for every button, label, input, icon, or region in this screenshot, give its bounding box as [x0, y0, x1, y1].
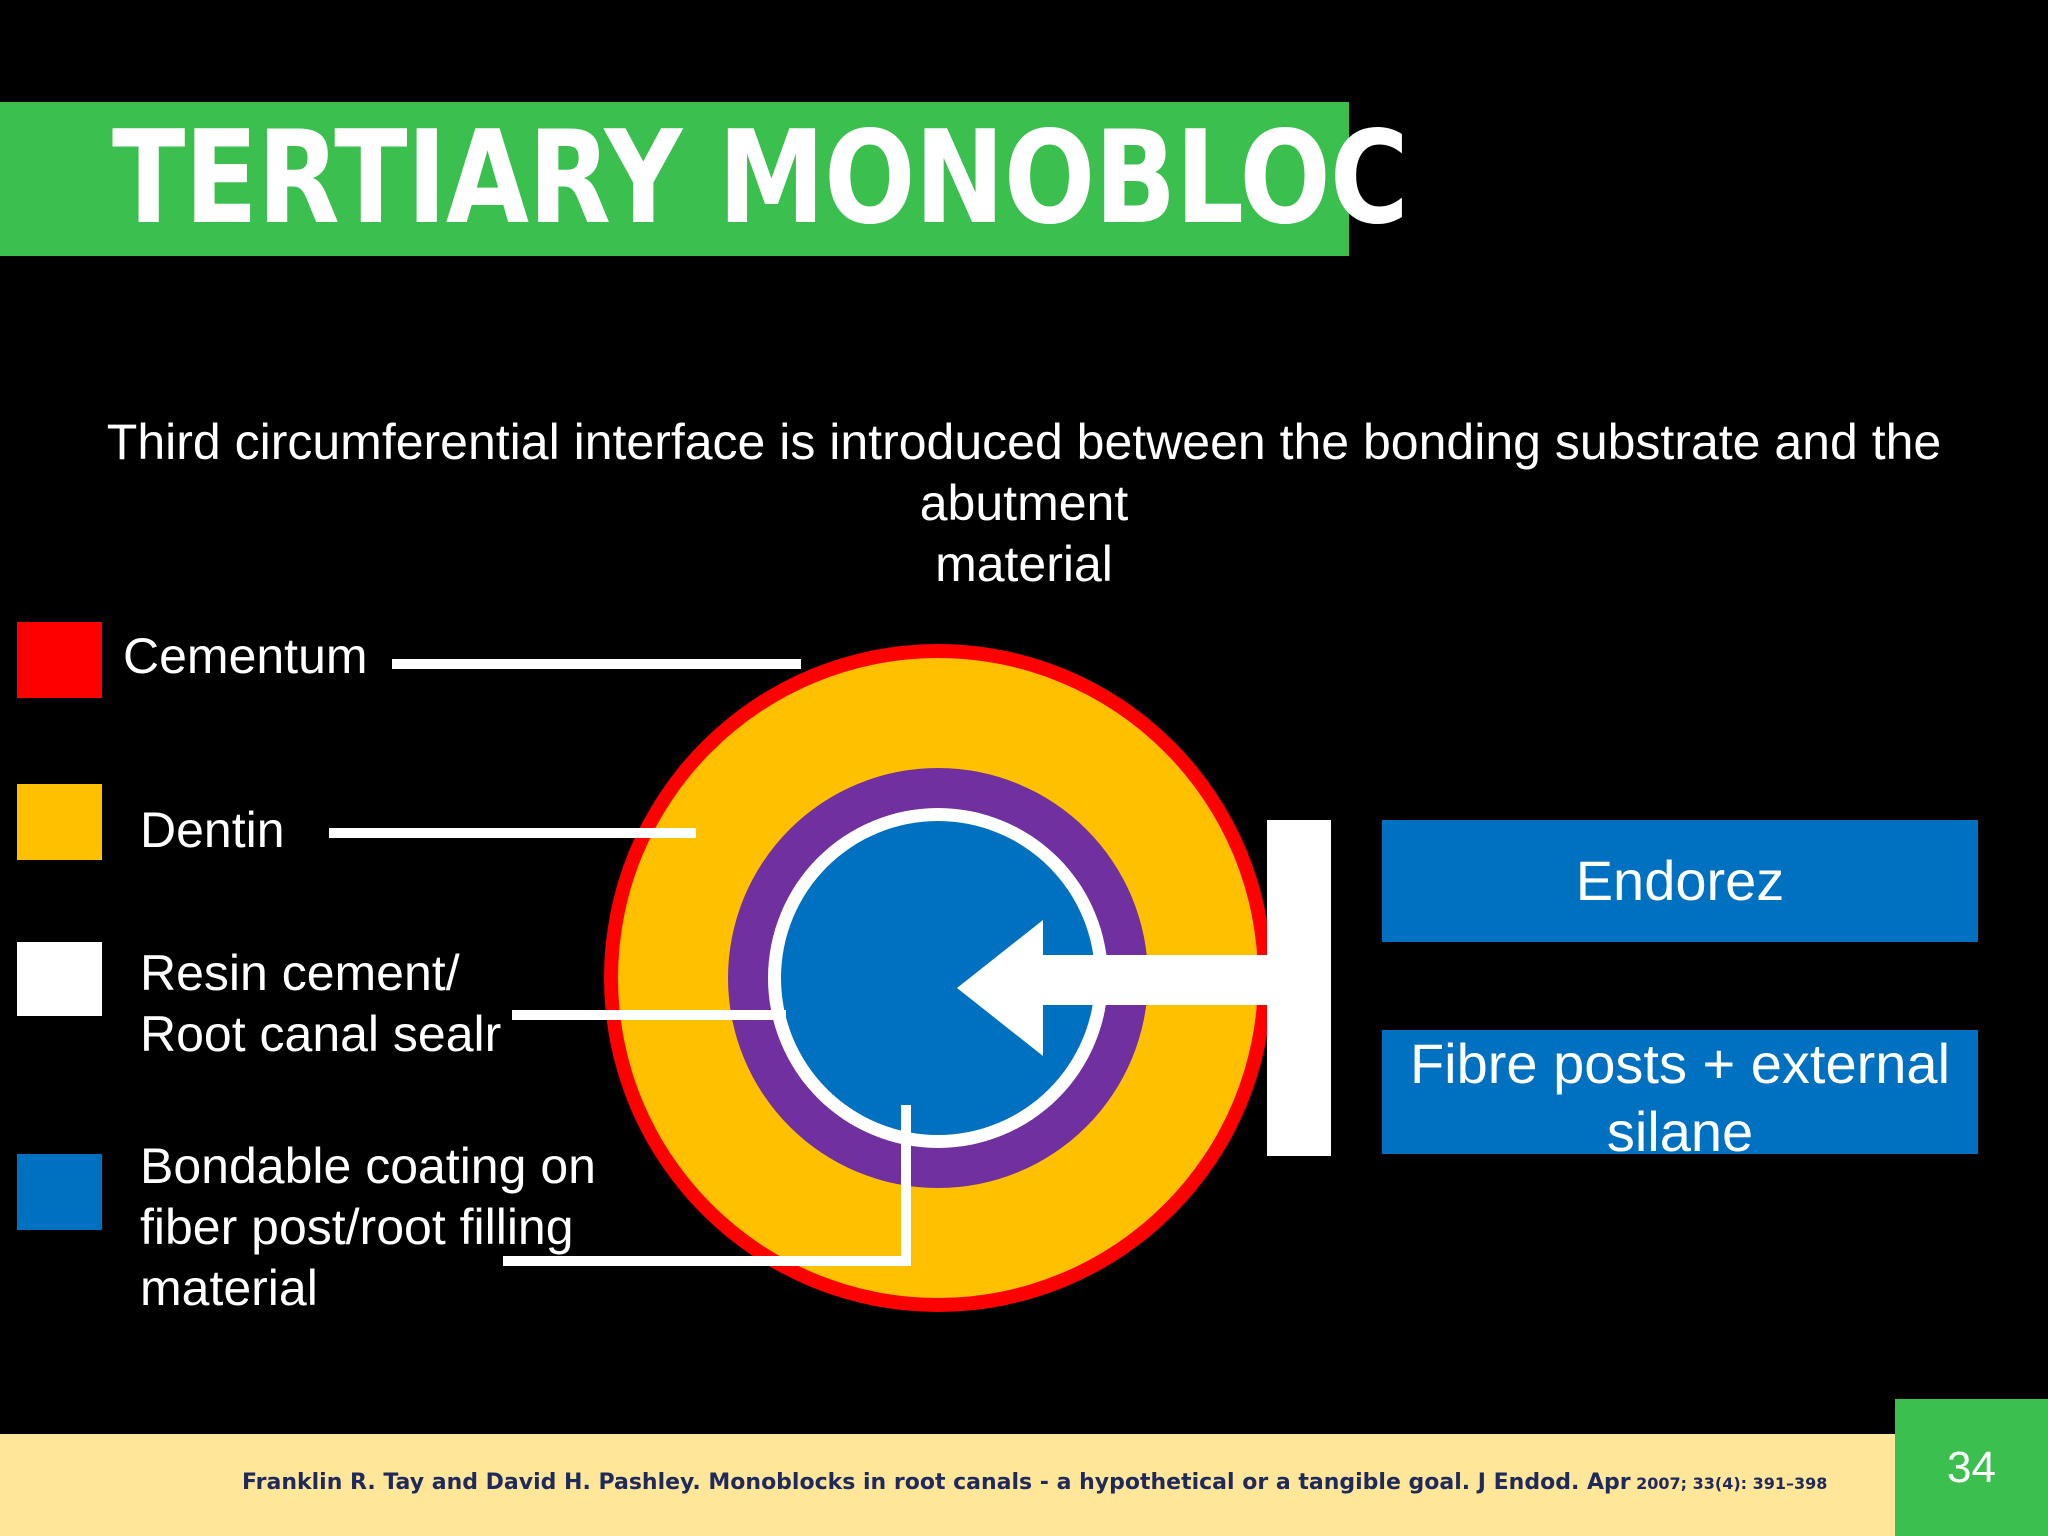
resin-label: Resin cement/ Root canal sealr: [140, 943, 501, 1065]
fibre-posts-box: Fibre posts + external silane: [1382, 1030, 1978, 1163]
page-number-box: [1895, 1399, 2048, 1536]
bracket-bar: [1267, 820, 1331, 1156]
fibre-label-line-1: Fibre posts + external: [1409, 1032, 1951, 1095]
page-number: 34: [1947, 1443, 1996, 1492]
fibre-label-line-2: silane: [1606, 1100, 1754, 1163]
dentin-label: Dentin: [140, 802, 285, 858]
bondable-leader-line: [503, 1105, 911, 1266]
resin-label-line-1: Resin cement/: [140, 945, 460, 1001]
bondable-coating-core: [781, 821, 1095, 1135]
arrow-shaft: [1043, 955, 1267, 1005]
arrow-head: [957, 920, 1043, 1056]
resin-label-line-2: Root canal sealr: [140, 1006, 502, 1062]
endorez-label: Endorez: [1575, 849, 1785, 912]
resin-swatch: [17, 942, 102, 1016]
cementum-swatch: [17, 622, 102, 698]
citation-tail: 2007; 33(4): 391–398: [1630, 1474, 1828, 1493]
footer-band: [0, 1434, 1896, 1536]
subtitle-line-3: material: [935, 536, 1113, 592]
citation: Franklin R. Tay and David H. Pashley. Mo…: [242, 1468, 1827, 1499]
citation-main: Franklin R. Tay and David H. Pashley. Mo…: [242, 1470, 1631, 1495]
title-bar: [0, 102, 1349, 256]
bondable-label-line-3: material: [140, 1260, 318, 1316]
subtitle-line-2: abutment: [919, 475, 1129, 531]
endorez-box: Endorez: [1382, 820, 1978, 942]
subtitle-line-1: Third circumferential interface is intro…: [106, 414, 1942, 470]
bondable-label-line-2: fiber post/root filling: [140, 1199, 574, 1255]
bondable-label: Bondable coating on fiber post/root fill…: [140, 1136, 596, 1319]
cementum-label: Cementum: [123, 628, 368, 684]
slide-subtitle: Third circumferential interface is intro…: [40, 412, 2008, 595]
bondable-swatch: [17, 1154, 102, 1230]
dentin-swatch: [17, 784, 102, 860]
bondable-label-line-1: Bondable coating on: [140, 1138, 596, 1194]
